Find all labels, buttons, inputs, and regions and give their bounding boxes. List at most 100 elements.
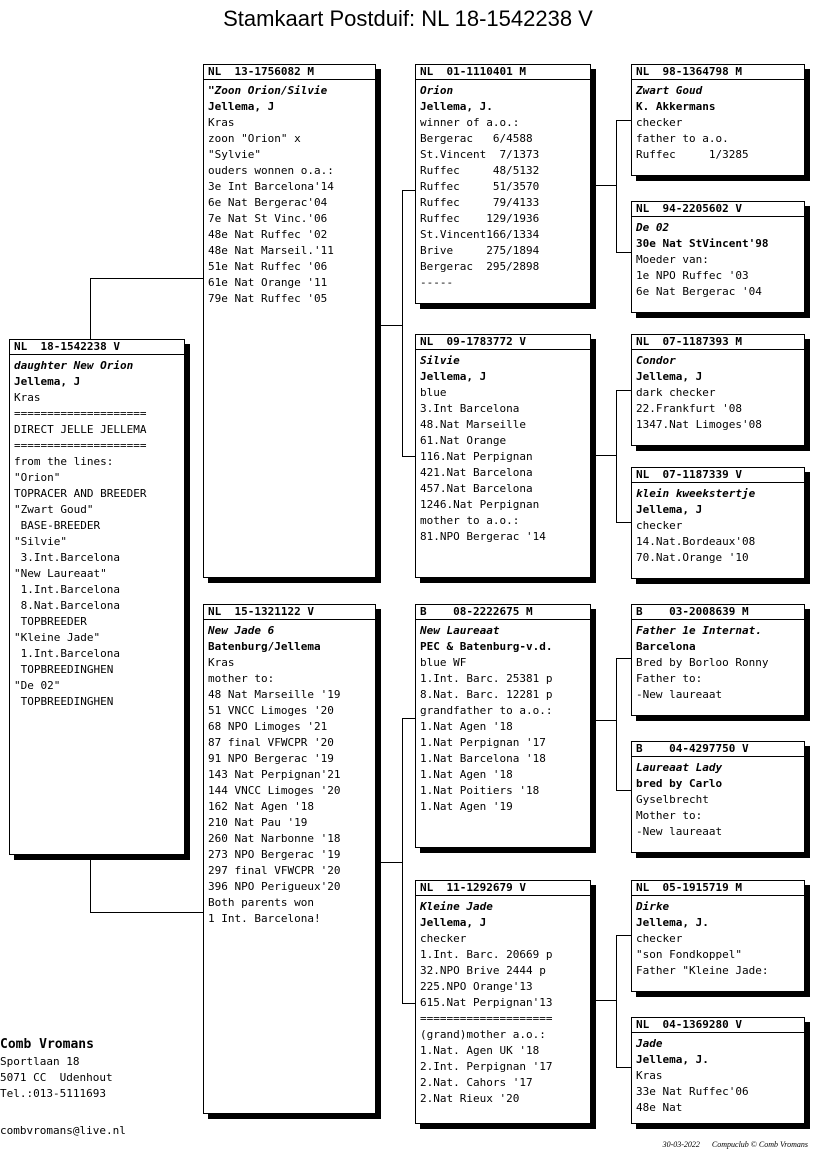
note-line: DIRECT JELLE JELLEMA xyxy=(14,423,147,436)
ring-number: NL 07-1187393 M xyxy=(632,335,804,350)
breeder-name: Jellema, J. xyxy=(420,100,493,113)
note-line: 457.Nat Barcelona xyxy=(420,482,533,495)
note-line: 297 final VFWCPR '20 xyxy=(208,864,341,877)
note-line: 144 VNCC Limoges '20 xyxy=(208,784,341,797)
pigeon-name: Father 1e Internat. xyxy=(636,624,762,637)
pigeon-name: New Jade 6 xyxy=(208,624,275,637)
note-line: 421.Nat Barcelona xyxy=(420,466,533,479)
note-line: "Sylvie" xyxy=(208,148,261,161)
note-line: 615.Nat Perpignan'13 xyxy=(420,996,553,1009)
note-line: 51 VNCC Limoges '20 xyxy=(208,704,334,717)
breeder-name: Jellema, J. xyxy=(636,916,709,929)
note-line: checker xyxy=(636,519,683,532)
note-line: 1.Nat Poitiers '18 xyxy=(420,784,540,797)
note-line: Ruffec 1/3285 xyxy=(636,148,749,161)
note-line: Ruffec 48/5132 xyxy=(420,164,540,177)
breeder-name: Jellema, J xyxy=(14,375,81,388)
note-line: ouders wonnen o.a.: xyxy=(208,164,334,177)
note-line: TOPBREEDER xyxy=(14,615,87,628)
note-line: checker xyxy=(636,116,683,129)
note-line: 61e Nat Orange '11 xyxy=(208,276,328,289)
note-line: Kras xyxy=(636,1069,663,1082)
connector xyxy=(402,190,403,456)
connector xyxy=(90,278,204,279)
note-line: checker xyxy=(636,932,683,945)
note-line: 51e Nat Ruffec '06 xyxy=(208,260,328,273)
pigeon-name: Kleine Jade xyxy=(420,900,493,913)
breeder-name: Jellema, J xyxy=(636,370,703,383)
owner-city: 5071 CC Udenhout xyxy=(0,1071,113,1084)
note-line: 8.Nat.Barcelona xyxy=(14,599,120,612)
connector xyxy=(616,935,632,936)
note-line: Bergerac 6/4588 xyxy=(420,132,533,145)
note-line: father to a.o. xyxy=(636,132,729,145)
ring-number: B 08-2222675 M xyxy=(416,605,590,620)
connector xyxy=(596,720,616,721)
note-line: 1.Int.Barcelona xyxy=(14,583,120,596)
note-line: 1.Int. Barc. 20669 p xyxy=(420,948,553,961)
note-line: 1.Nat Perpignan '17 xyxy=(420,736,546,749)
note-line: 48e Nat Ruffec '02 xyxy=(208,228,328,241)
connector xyxy=(616,120,632,121)
note-line: 2.Nat Rieux '20 xyxy=(420,1092,520,1105)
note-line: 87 final VFWCPR '20 xyxy=(208,736,334,749)
connector xyxy=(616,252,632,253)
note-line: 2.Int. Perpignan '17 xyxy=(420,1060,553,1073)
connector xyxy=(380,862,402,863)
note-line: Father "Kleine Jade: xyxy=(636,964,769,977)
owner-name: Comb Vromans xyxy=(0,1037,94,1052)
pigeon-name: New Laureaat xyxy=(420,624,500,637)
connector xyxy=(596,185,616,186)
ring-number: NL 01-1110401 M xyxy=(416,65,590,80)
pigeon-name: Condor xyxy=(636,354,676,367)
breeder-name: Jellema, J xyxy=(208,100,275,113)
ring-number: NL 98-1364798 M xyxy=(632,65,804,80)
pigeon-name: Dirke xyxy=(636,900,670,913)
note-line: grandfather to a.o.: xyxy=(420,704,553,717)
connector xyxy=(616,390,632,391)
connector xyxy=(616,935,617,1067)
connector xyxy=(616,790,632,791)
connector xyxy=(380,325,402,326)
breeder-name: Jellema, J xyxy=(420,370,487,383)
note-line: mother to: xyxy=(208,672,275,685)
note-line: Bred by Borloo Ronny xyxy=(636,656,769,669)
pigeon-name: De 02 xyxy=(636,221,670,234)
ring-number: NL 05-1915719 M xyxy=(632,881,804,896)
note-line: 68 NPO Limoges '21 xyxy=(208,720,328,733)
ring-number: NL 07-1187339 V xyxy=(632,468,804,483)
note-line: 273 NPO Bergerac '19 xyxy=(208,848,341,861)
breeder-name: PEC & Batenburg-v.d. xyxy=(420,640,553,653)
note-line: 48 Nat Marseille '19 xyxy=(208,688,341,701)
note-line: 79e Nat Ruffec '05 xyxy=(208,292,328,305)
note-line: checker xyxy=(420,932,467,945)
pigeon-name: Silvie xyxy=(420,354,460,367)
breeder-name: 30e Nat StVincent'98 xyxy=(636,237,769,250)
owner-email[interactable]: combvromans@live.nl xyxy=(0,1124,126,1137)
pigeon-name: Jade xyxy=(636,1037,663,1050)
ring-number: NL 18-1542238 V xyxy=(10,340,184,355)
note-line: 143 Nat Perpignan'21 xyxy=(208,768,341,781)
